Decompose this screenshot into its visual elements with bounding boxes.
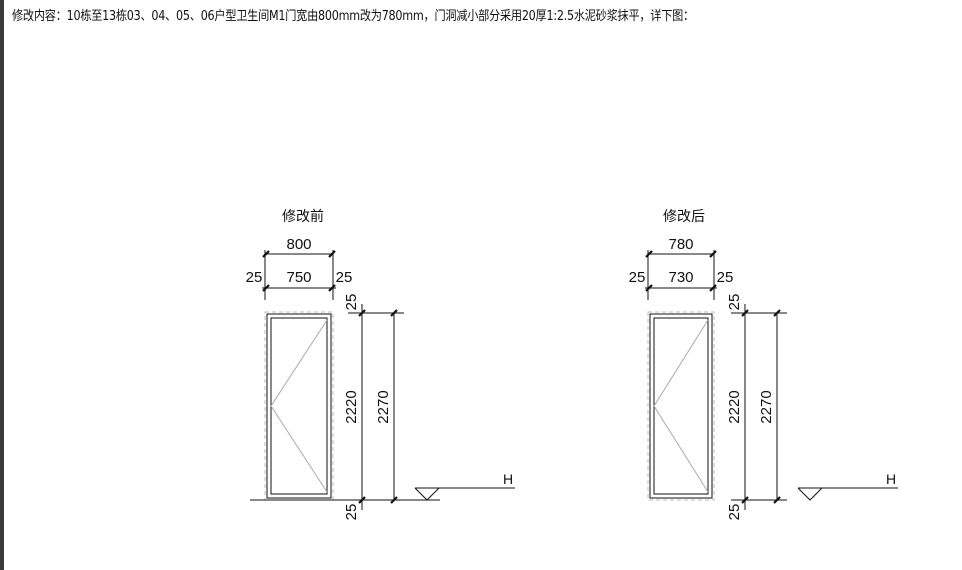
dimension-tick (645, 250, 653, 258)
door-frame (649, 313, 713, 499)
door-leaf (270, 317, 328, 495)
level-label: H (886, 471, 896, 487)
dimension-tick (709, 250, 717, 258)
top-gap-label: 25 (343, 294, 360, 311)
door-opening-outline (647, 311, 715, 501)
side-right-label: 25 (717, 269, 734, 286)
dimension-tick (773, 309, 781, 317)
bottom-gap-label: 25 (726, 504, 743, 521)
door-frame (266, 313, 332, 499)
panel-title: 修改前 (282, 208, 324, 224)
window-left-border (0, 0, 4, 570)
top-gap-label: 25 (726, 294, 743, 311)
side-left-label: 25 (629, 269, 646, 286)
dimension-tick (390, 309, 398, 317)
side-left-label: 25 (246, 269, 263, 286)
overall-width-label: 800 (286, 236, 311, 253)
total-height-label: 2270 (375, 390, 392, 423)
door-opening-outline (264, 311, 334, 501)
dimension-tick (358, 309, 366, 317)
door-swing-lines (270, 319, 328, 493)
overall-width-label: 780 (668, 236, 693, 253)
total-height-label: 2270 (758, 390, 775, 423)
side-right-label: 25 (336, 269, 353, 286)
dimension-tick (773, 496, 781, 504)
modification-note: 修改内容：10栋至13栋03、04、05、06户型卫生间M1门宽由800mm改为… (12, 9, 694, 24)
dimension-tick (328, 284, 336, 292)
door-leaf (653, 317, 709, 495)
dimension-tick (262, 284, 270, 292)
level-marker-icon (797, 487, 824, 501)
dimension-tick (645, 284, 653, 292)
door-height-label: 2220 (343, 390, 360, 423)
clear-width-label: 730 (668, 269, 693, 286)
level-label: H (503, 471, 513, 487)
clear-width-label: 750 (286, 269, 311, 286)
panel-title: 修改后 (663, 208, 705, 224)
level-marker-icon (414, 487, 441, 501)
dimension-tick (328, 250, 336, 258)
door-height-label: 2220 (726, 390, 743, 423)
dimension-tick (709, 284, 717, 292)
bottom-gap-label: 25 (343, 504, 360, 521)
dimension-tick (262, 250, 270, 258)
dimension-tick (741, 309, 749, 317)
door-swing-lines (653, 319, 709, 493)
dimension-tick (741, 496, 749, 504)
